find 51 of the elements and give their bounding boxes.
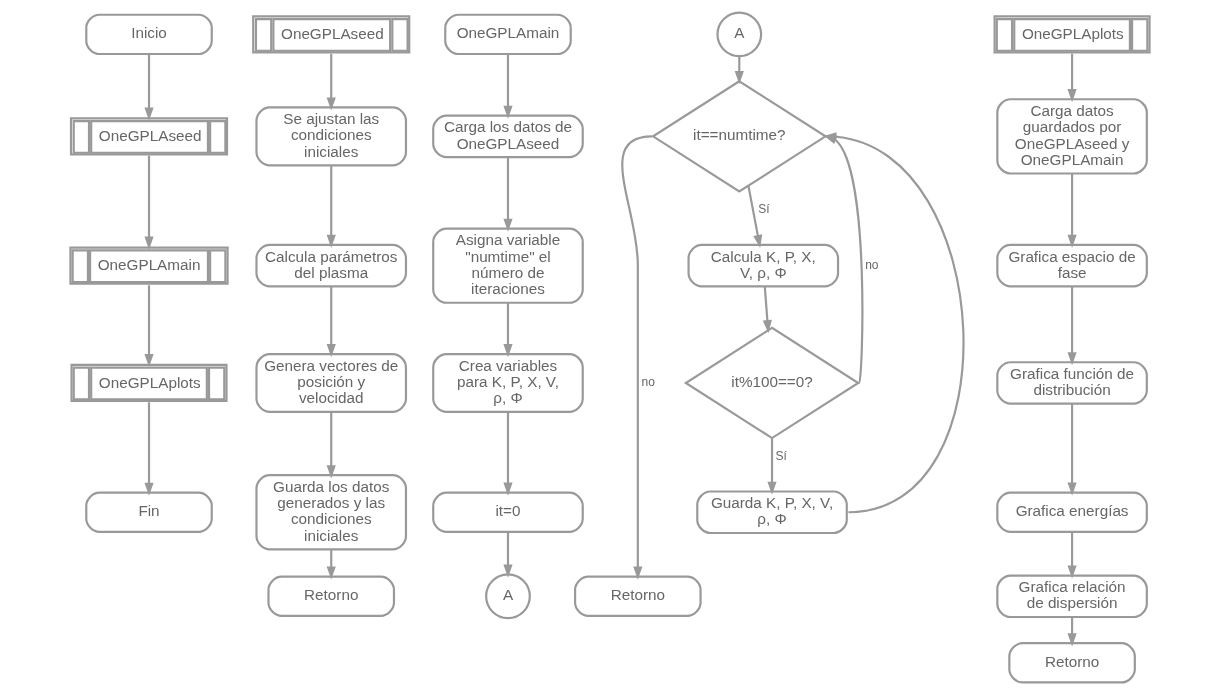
edge-label: Sí <box>775 448 787 463</box>
node-box: Retorno <box>574 575 702 617</box>
node-box: Retorno <box>267 575 396 617</box>
node-box: Genera vectores de posición y velocidad <box>255 352 408 413</box>
arrow <box>326 286 336 358</box>
arrow <box>767 438 777 495</box>
arrow <box>326 165 336 248</box>
arrow <box>503 157 513 232</box>
arrow <box>1067 173 1077 248</box>
node-box: Retorno <box>1008 642 1136 684</box>
arrow <box>326 411 336 479</box>
arrow <box>621 135 653 580</box>
node-diamond: it%100==0? <box>683 326 861 440</box>
arrow <box>326 53 336 111</box>
node-box: Grafica espacio de fase <box>996 243 1148 288</box>
node-box: Guarda K, P, X, V, ρ, Φ <box>696 490 848 535</box>
node-box: Calcula K, P, X, V, ρ, Φ <box>687 243 840 288</box>
node-circle: A <box>485 573 531 620</box>
node-box: Asigna variable "numtime" el número de iteraciones <box>432 227 584 304</box>
arrow <box>503 531 513 578</box>
arrow <box>144 155 154 250</box>
node-circle: A <box>716 11 763 58</box>
arrow <box>503 411 513 496</box>
node-box: it=0 <box>432 491 584 533</box>
node-box: Grafica relación de dispersión <box>996 574 1148 619</box>
arrow <box>503 54 513 119</box>
arrow <box>747 185 763 249</box>
arrow <box>762 286 772 334</box>
arrow <box>503 302 513 358</box>
node-box: Crea variables para K, P, X, V, ρ, Φ <box>432 352 584 413</box>
node-box: Fin <box>85 491 213 533</box>
arrow <box>1067 286 1077 366</box>
arrow <box>144 54 154 121</box>
edge-label: Sí <box>758 202 770 217</box>
node-box: Se ajustan las condiciones iniciales <box>255 106 408 167</box>
arrow <box>1067 403 1077 496</box>
arrow <box>1067 53 1077 103</box>
node-box: Grafica función de distribución <box>996 361 1148 405</box>
arrow <box>144 285 154 368</box>
node-box: Guarda los datos generados y las condiciones iniciales <box>255 474 408 551</box>
node-box: Inicio <box>85 13 213 56</box>
node-box: Carga los datos de OneGPLAseed <box>432 114 584 159</box>
edge-label: no <box>641 375 655 390</box>
node-diamond: it==numtime? <box>651 79 828 193</box>
edge-label: no <box>865 257 879 272</box>
node-box: Grafica energías <box>996 491 1148 533</box>
node-box: Calcula parámetros del plasma <box>255 243 408 288</box>
arrow <box>1067 531 1077 579</box>
arrow <box>144 402 154 496</box>
node-box: Carga datos guardados por OneGPLAseed y OneGPLAmain <box>996 98 1148 175</box>
node-box: OneGPLAmain <box>444 13 572 56</box>
